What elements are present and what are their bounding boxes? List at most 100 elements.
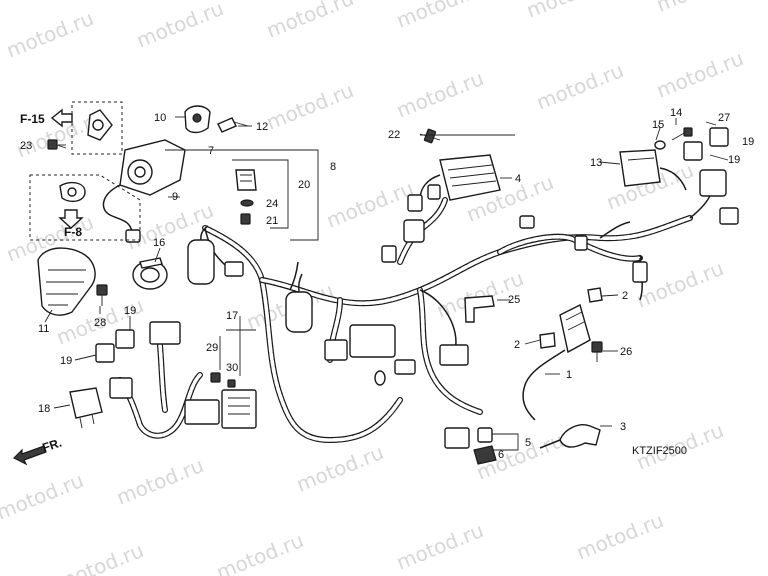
harness-connector [224,261,244,277]
watermark: motod.ru [0,468,87,525]
f15-arrow-icon [50,108,73,128]
part-1-label: 1 [566,369,572,381]
part-27-label: 27 [718,112,730,124]
harness-connector [632,261,648,283]
part-11-label: 11 [38,323,49,335]
part-29-label: 29 [206,342,218,354]
part-19-label: 19 [60,355,72,367]
watermark: motod.ru [573,508,667,565]
harness-connector [403,219,425,243]
part-22-label: 22 [388,129,400,141]
inset-f15 [71,101,123,155]
spark-plug-cap [539,424,601,449]
watermark: motod.ru [393,518,487,575]
watermark-layer: motod.ru motod.ru motod.ru motod.ru moto… [0,0,747,576]
leader-lines [44,116,729,451]
bolt-26 [591,341,603,362]
ref-f15: F-15 [20,112,45,126]
relay-19-center [115,329,135,349]
switch-assembly-20 [235,169,257,225]
part-15-label: 15 [652,119,664,131]
harness-connector [477,427,493,443]
harness-connector [324,339,348,361]
part-20-label: 20 [298,179,310,191]
part-10-label: 10 [154,112,166,124]
part-19-label: 19 [124,305,136,317]
ignition-switch [102,139,186,243]
watermark: motod.ru [393,0,487,33]
diagram-code: KTZIF2500 [632,445,687,457]
harness-fuse-holder [187,225,313,333]
part-6-label: 6 [498,449,504,461]
part-5-label: 5 [525,437,531,449]
watermark: motod.ru [293,440,387,497]
harness-connector [381,245,397,263]
front-arrow-icon [12,445,47,466]
part-17-label: 17 [226,310,238,322]
bolt-22 [419,128,441,144]
watermark: motod.ru [393,66,487,123]
bolt-28 [96,284,108,306]
part-16-label: 16 [153,237,165,249]
ref-f8: F-8 [64,225,82,239]
watermark: motod.ru [133,0,227,53]
watermark: motod.ru [53,538,147,576]
relay-19-right-bottom [683,141,703,161]
harness-connector-block [349,324,396,358]
part-13-label: 13 [590,157,602,169]
watermark: motod.ru [323,176,417,233]
relay-19-left [95,343,115,363]
inset-f8 [29,174,141,241]
part-9-label: 9 [172,191,178,203]
clip-2-upper [587,287,603,303]
fuse-box-harness [109,321,257,439]
horn-16 [132,257,168,290]
ignition-key [217,117,249,133]
part-19-label: 19 [728,154,740,166]
harness-connector [574,235,588,251]
part-26-label: 26 [620,346,632,358]
part-23-label: 23 [20,140,32,152]
cap-6 [473,445,497,465]
watermark: motod.ru [213,528,307,576]
part-7-label: 7 [208,145,214,157]
part-21-label: 21 [266,215,278,227]
bracket-25 [464,295,495,323]
front-label: FR. [41,436,64,455]
relay-19-right-top [709,127,729,147]
clip-2-lower [539,332,556,349]
ignition-coil [522,303,591,421]
key-cylinder-cover [184,105,211,134]
watermark: motod.ru [263,0,357,43]
harness-connector [519,215,535,229]
part-25-label: 25 [508,294,520,306]
battery-box-13 [619,149,687,191]
part-30-label: 30 [226,362,238,374]
part-12-label: 12 [256,121,268,133]
part-14-label: 14 [670,107,682,119]
screw-23 [47,139,67,150]
harness-connector [439,344,469,366]
part-18-label: 18 [38,403,50,415]
inner-cover-11 [37,247,96,316]
harness-connector [444,427,470,449]
terminal-parts [654,127,693,150]
watermark: motod.ru [653,46,747,103]
regulator-rectifier [407,154,501,212]
watermark: motod.ru [263,78,357,135]
part-3-label: 3 [620,421,626,433]
watermark: motod.ru [113,453,207,510]
watermark: motod.ru [653,0,747,17]
part-8-label: 8 [330,161,336,173]
part-19-label: 19 [742,136,754,148]
f8-arrow-icon [58,209,84,229]
part-4-label: 4 [515,173,521,185]
watermark: motod.ru [3,6,97,63]
harness-connector [719,207,739,225]
part-2-label: 2 [622,290,628,302]
harness-connector [699,169,727,197]
part-28-label: 28 [94,317,106,329]
watermark: motod.ru [523,0,617,23]
